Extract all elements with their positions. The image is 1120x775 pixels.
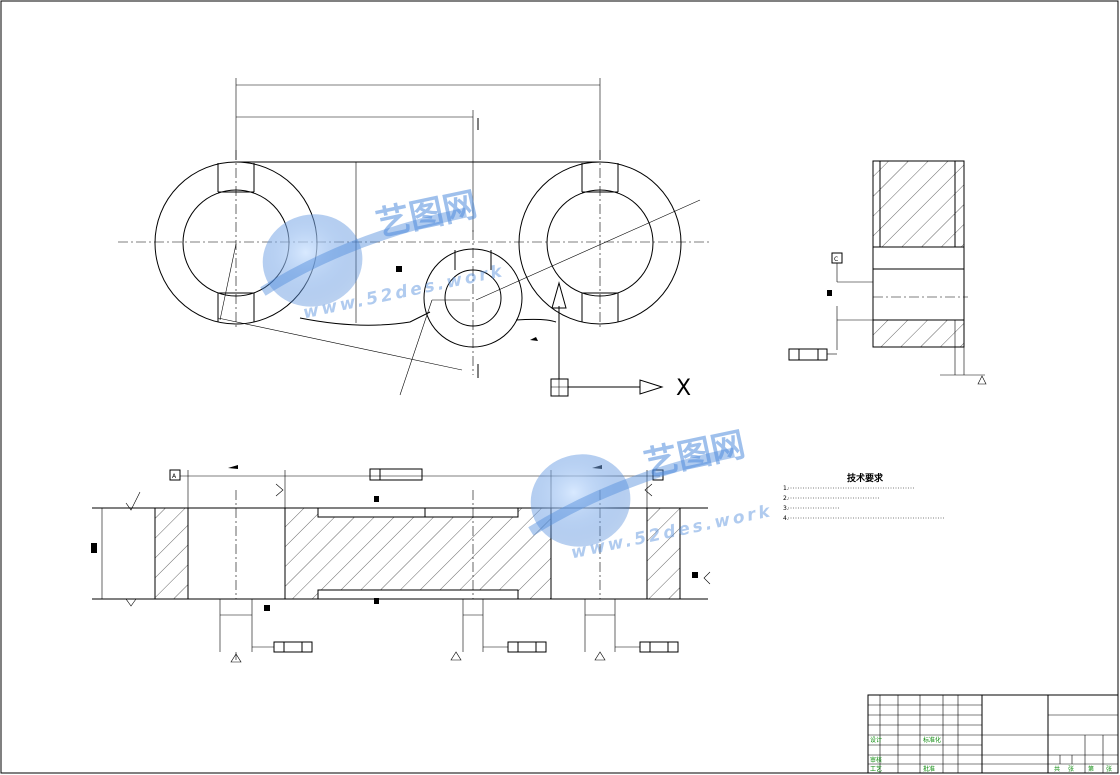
tb-bottom-0: 共 bbox=[1054, 765, 1060, 773]
section-b-lower bbox=[872, 319, 965, 348]
tech-req-item-4: 4. bbox=[783, 515, 789, 522]
datum-c-label: C bbox=[834, 256, 838, 263]
top-view: X bbox=[118, 78, 710, 401]
watermark-text-cn: 艺图网 bbox=[373, 185, 481, 245]
section-a-right-wall bbox=[646, 507, 681, 600]
tb-label-3: 标准化 bbox=[923, 736, 941, 744]
watermark-text-cn: 艺图网 bbox=[641, 425, 749, 485]
section-a-left-wall bbox=[154, 507, 189, 600]
tb-label-2: 工艺 bbox=[870, 765, 882, 773]
watermark-globe-icon bbox=[530, 454, 631, 547]
right-boss-bore bbox=[546, 189, 654, 297]
tech-req-item-1: 1. bbox=[783, 485, 789, 492]
dim-line-radial bbox=[475, 199, 701, 301]
section-a-view: A bbox=[91, 465, 711, 663]
section-b-view: C bbox=[788, 160, 987, 385]
datum-a-box bbox=[169, 469, 181, 481]
tb-label-1: 审核 bbox=[870, 756, 882, 764]
axis-y-arrow bbox=[551, 281, 567, 309]
watermark-bottom: 艺图网 www.52des.work bbox=[528, 425, 774, 563]
section-b-upper bbox=[872, 160, 965, 248]
tb-bottom-3: 张 bbox=[1106, 765, 1112, 773]
section-a-center-web bbox=[284, 507, 552, 600]
section-b-tolerance-frame bbox=[788, 348, 828, 361]
tb-bottom-2: 第 bbox=[1088, 765, 1094, 773]
tb-bottom-1: 张 bbox=[1068, 765, 1074, 773]
tolerance-frame-middle bbox=[507, 641, 547, 653]
middle-boss-outer bbox=[423, 248, 523, 348]
datum-a-box-right bbox=[652, 469, 664, 481]
axis-origin-box bbox=[550, 378, 569, 397]
axis-x-arrow bbox=[639, 379, 664, 395]
datum-a-label: A bbox=[172, 473, 177, 480]
tb-label-4: 批准 bbox=[923, 765, 935, 773]
tolerance-frame-right bbox=[639, 641, 679, 653]
section-a-tolerance-frame-top bbox=[369, 468, 423, 481]
title-block: 设计 审核 工艺 标准化 批准 共 张 第 张 bbox=[867, 694, 1119, 774]
technical-requirements: 技术要求 1. 2. 3. 4. bbox=[783, 472, 945, 522]
tolerance-frame-left bbox=[273, 641, 313, 653]
watermark-globe-icon bbox=[262, 214, 363, 307]
watermark-top: 艺图网 www.52des.work bbox=[260, 185, 506, 323]
tb-label-0: 设计 bbox=[870, 736, 882, 744]
tech-req-item-3: 3. bbox=[783, 505, 789, 512]
middle-boss-bore bbox=[444, 269, 502, 327]
tech-req-heading: 技术要求 bbox=[847, 472, 884, 484]
axis-x-label: X bbox=[676, 376, 691, 401]
tech-req-item-2: 2. bbox=[783, 495, 789, 502]
